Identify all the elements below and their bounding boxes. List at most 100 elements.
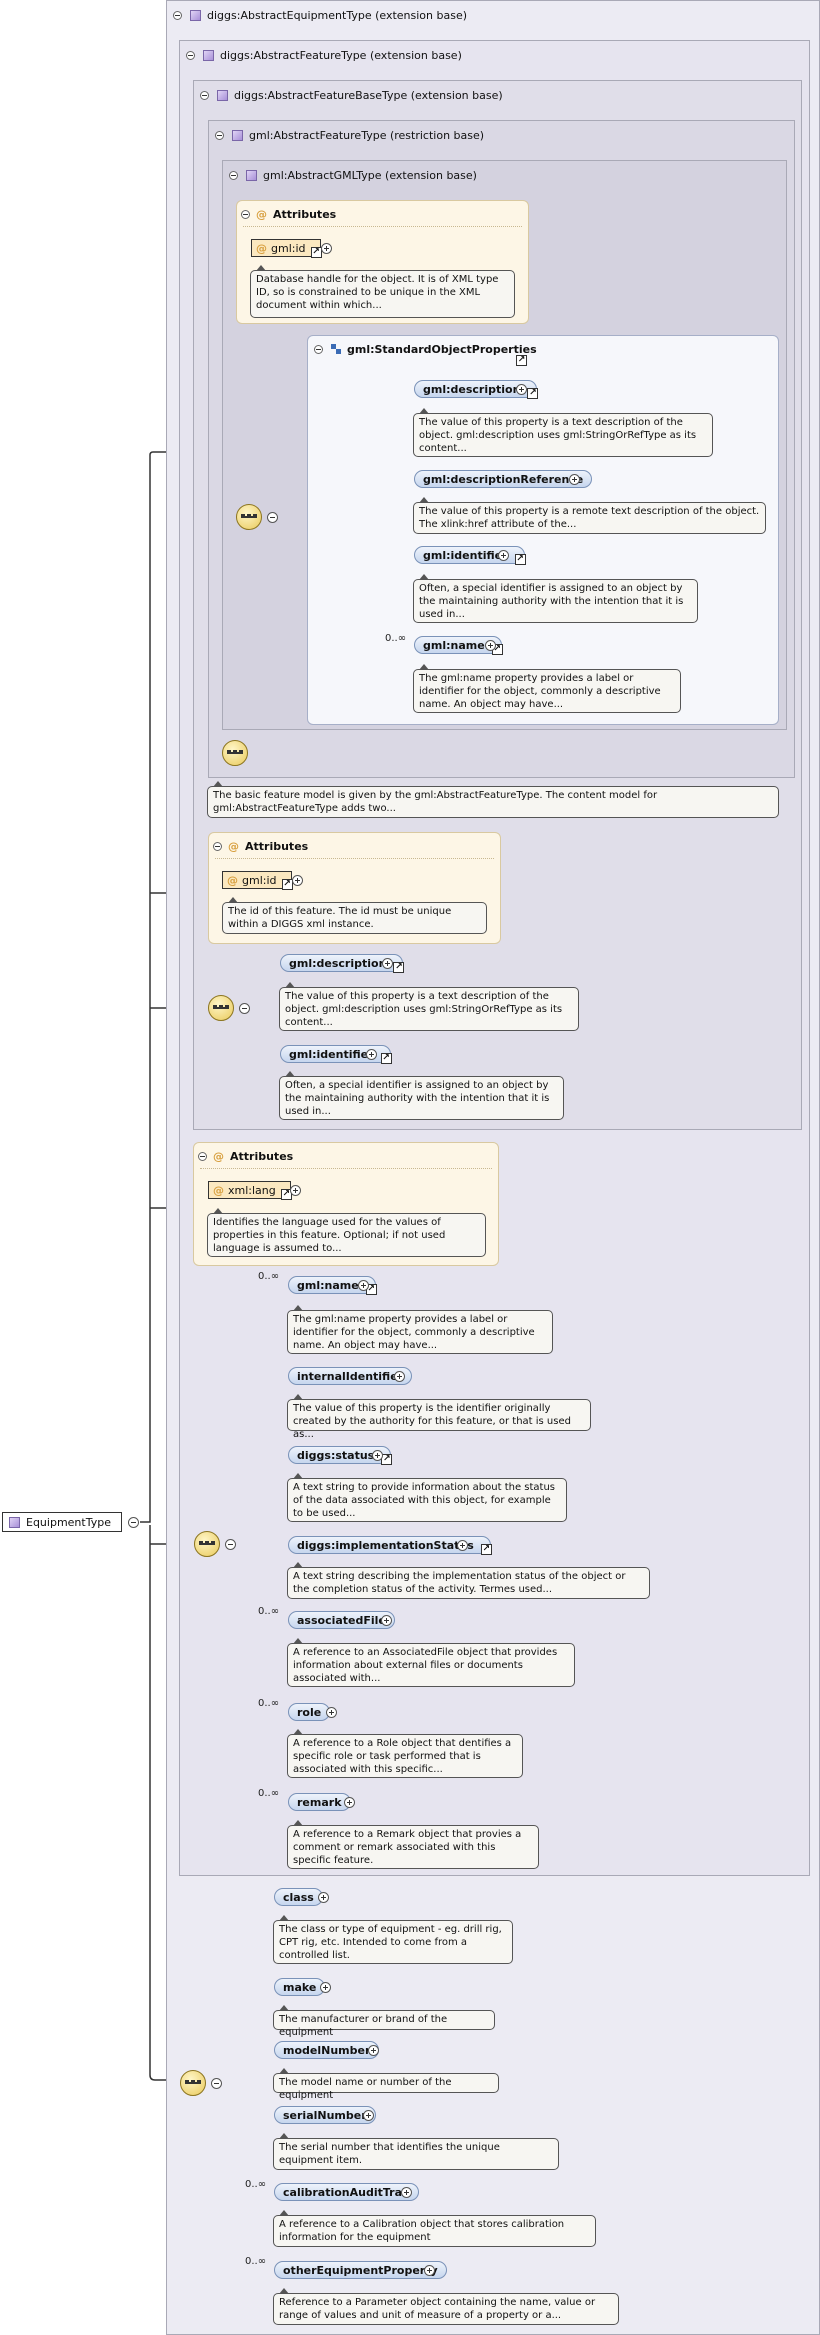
sequence-icon <box>180 2070 206 2096</box>
expand-icon[interactable] <box>394 1371 405 1382</box>
element-diggs-status[interactable]: diggs:status↗ <box>288 1446 393 1465</box>
expand-icon[interactable] <box>569 474 580 485</box>
element-make[interactable]: make <box>274 1978 326 1996</box>
panel-title-text: diggs:AbstractFeatureBaseType (extension… <box>234 88 503 102</box>
element-class[interactable]: class <box>274 1888 323 1906</box>
expand-icon[interactable] <box>344 1797 355 1808</box>
element-role[interactable]: role <box>288 1703 331 1721</box>
attributes-header: @ Attributes <box>241 208 336 221</box>
collapse-icon[interactable] <box>267 512 278 523</box>
expand-icon[interactable] <box>326 1707 337 1718</box>
doc-other-equipment-property: Reference to a Parameter object containi… <box>273 2288 619 2325</box>
expand-icon[interactable] <box>457 1540 468 1551</box>
element-model-number[interactable]: modelNumber <box>274 2041 380 2059</box>
element-gml-description-reference[interactable]: gml:descriptionReference <box>414 470 593 488</box>
link-arrow-icon[interactable]: ↗ <box>527 388 539 399</box>
expand-icon[interactable] <box>498 550 509 561</box>
attribute-gml-id[interactable]: @ gml:id ↗ <box>251 239 322 258</box>
collapse-icon[interactable] <box>128 1517 139 1528</box>
link-arrow-icon[interactable]: ↗ <box>380 1053 392 1064</box>
element-diggs-implementation-status[interactable]: diggs:implementationStatus↗ <box>288 1536 492 1555</box>
expand-icon[interactable] <box>485 640 496 651</box>
complex-type-icon <box>190 9 201 21</box>
element-gml-identifier-base[interactable]: gml:identifier↗ <box>280 1045 392 1064</box>
doc-class: The class or type of equipment - eg. dri… <box>273 1915 513 1964</box>
doc-diggs-implementation-status: A text string describing the implementat… <box>287 1562 650 1599</box>
sequence-icon <box>208 995 234 1021</box>
link-arrow-icon[interactable]: ↗ <box>480 1544 492 1555</box>
doc-remark: A reference to a Remark object that prov… <box>287 1820 539 1869</box>
element-remark[interactable]: remark <box>288 1793 351 1811</box>
link-arrow-icon[interactable]: ↗ <box>516 355 527 366</box>
element-calibration-audit-trail[interactable]: calibrationAuditTrail <box>274 2183 419 2201</box>
expand-icon[interactable] <box>290 1185 301 1196</box>
cardinality: 0..∞ <box>245 2179 267 2190</box>
expand-icon[interactable] <box>424 2265 435 2276</box>
doc-diggs-status: A text string to provide information abo… <box>287 1473 567 1522</box>
panel-title: gml:AbstractGMLType (extension base) <box>229 167 477 183</box>
collapse-toggle-icon[interactable] <box>186 50 195 60</box>
complex-type-icon <box>232 129 243 141</box>
cardinality: 0..∞ <box>258 1698 280 1709</box>
collapse-toggle-icon[interactable] <box>314 344 323 354</box>
element-internal-identifier[interactable]: internalIdentifier <box>288 1367 413 1385</box>
attribute-icon: @ <box>256 208 267 221</box>
expand-icon[interactable] <box>363 2110 374 2121</box>
expand-icon[interactable] <box>321 243 332 254</box>
expand-icon[interactable] <box>366 1049 377 1060</box>
expand-icon[interactable] <box>368 2045 379 2056</box>
collapse-toggle-icon[interactable] <box>200 90 209 100</box>
link-arrow-icon[interactable]: ↗ <box>514 554 526 565</box>
complex-type-icon <box>9 1516 20 1528</box>
element-gml-identifier[interactable]: gml:identifier↗ <box>414 546 526 565</box>
collapse-icon[interactable] <box>225 1539 236 1550</box>
element-associated-file[interactable]: associatedFile <box>288 1611 395 1629</box>
collapse-toggle-icon[interactable] <box>173 10 182 20</box>
element-gml-name-feature[interactable]: gml:name↗ <box>288 1276 377 1295</box>
root-element-equipment-type[interactable]: EquipmentType <box>2 1512 122 1532</box>
cardinality: 0..∞ <box>258 1788 280 1799</box>
expand-icon[interactable] <box>382 958 393 969</box>
expand-icon[interactable] <box>381 1615 392 1626</box>
element-gml-description[interactable]: gml:description↗ <box>414 380 539 399</box>
attribute-icon: @ <box>228 840 239 853</box>
collapse-toggle-icon[interactable] <box>213 842 222 851</box>
doc-gml-name: The gml:name property provides a label o… <box>413 664 681 713</box>
attribute-xml-lang[interactable]: @ xml:lang ↗ <box>208 1181 292 1200</box>
panel-title: diggs:AbstractFeatureType (extension bas… <box>186 47 462 63</box>
element-other-equipment-property[interactable]: otherEquipmentProperty <box>274 2261 447 2279</box>
doc-internal-identifier: The value of this property is the identi… <box>287 1394 591 1440</box>
link-arrow-icon[interactable]: ↗ <box>381 1454 393 1465</box>
expand-icon[interactable] <box>372 1450 383 1461</box>
collapse-toggle-icon[interactable] <box>241 210 250 219</box>
element-serial-number[interactable]: serialNumber <box>274 2106 376 2124</box>
expand-icon[interactable] <box>401 2187 412 2198</box>
collapse-toggle-icon[interactable] <box>229 170 238 180</box>
doc-model-number: The model name or number of the equipmen… <box>273 2068 499 2101</box>
link-arrow-icon[interactable]: ↗ <box>393 962 405 973</box>
link-arrow-icon[interactable]: ↗ <box>281 879 293 890</box>
expand-icon[interactable] <box>320 1982 331 1993</box>
element-gml-name[interactable]: gml:name↗ <box>414 636 503 655</box>
attributes-header: @ Attributes <box>213 840 308 853</box>
doc-gml-description-base: The value of this property is a text des… <box>279 982 579 1031</box>
doc-gml-identifier: Often, a special identifier is assigned … <box>413 574 698 623</box>
collapse-icon[interactable] <box>211 2078 222 2089</box>
attributes-header: @ Attributes <box>198 1150 293 1163</box>
link-arrow-icon[interactable]: ↗ <box>310 247 322 258</box>
doc-role: A reference to a Role object that dentif… <box>287 1729 523 1778</box>
doc-serial-number: The serial number that identifies the un… <box>273 2133 559 2170</box>
expand-icon[interactable] <box>318 1892 329 1903</box>
cardinality: 0..∞ <box>258 1606 280 1617</box>
expand-icon[interactable] <box>292 875 303 886</box>
panel-title-text: diggs:AbstractFeatureType (extension bas… <box>220 48 462 62</box>
expand-icon[interactable] <box>516 384 527 395</box>
collapse-icon[interactable] <box>239 1003 250 1014</box>
collapse-toggle-icon[interactable] <box>215 130 224 140</box>
expand-icon[interactable] <box>358 1280 369 1291</box>
attribute-icon: @ <box>213 1183 224 1197</box>
collapse-toggle-icon[interactable] <box>198 1152 207 1161</box>
attribute-gml-id-base[interactable]: @ gml:id ↗ <box>222 871 293 890</box>
sequence-icon <box>194 1531 220 1557</box>
element-gml-description-base[interactable]: gml:description↗ <box>280 954 405 973</box>
